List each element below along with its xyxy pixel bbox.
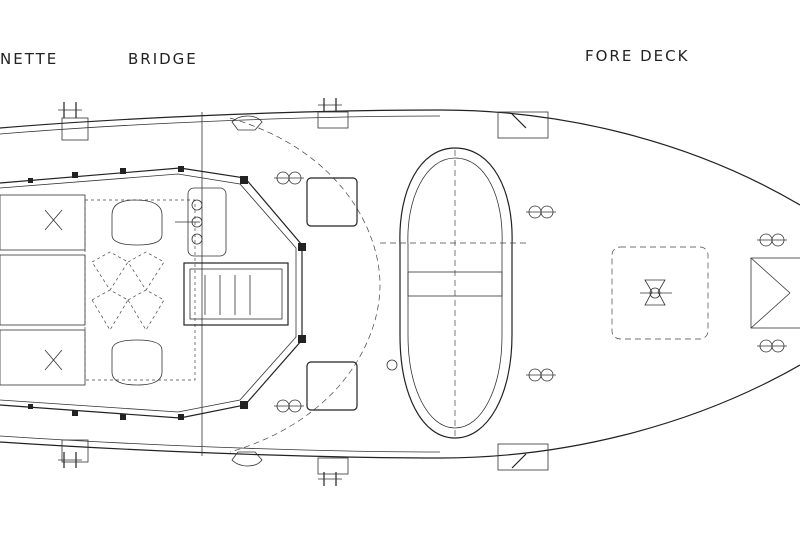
- tender-boat: [380, 147, 530, 439]
- deck-hatch-starboard: [306, 361, 358, 411]
- label-fore-deck: FORE DECK: [585, 47, 689, 65]
- bridge-deck-arc: [229, 117, 381, 453]
- deck-vents: [274, 171, 787, 413]
- label-bridge: BRIDGE: [128, 50, 198, 68]
- deck-fittings: [61, 111, 549, 475]
- helm-console: [175, 187, 227, 257]
- hull-outline: [0, 109, 800, 459]
- label-kitchenette: NETTE: [0, 50, 58, 68]
- deck-hatch-port: [306, 177, 358, 227]
- windlass: [611, 246, 709, 340]
- cleats: [58, 98, 342, 486]
- bridge-seating: [0, 194, 196, 386]
- windscreen-frame: [0, 166, 306, 420]
- bridge-hatch: [183, 262, 289, 326]
- chain-locker: [750, 257, 800, 329]
